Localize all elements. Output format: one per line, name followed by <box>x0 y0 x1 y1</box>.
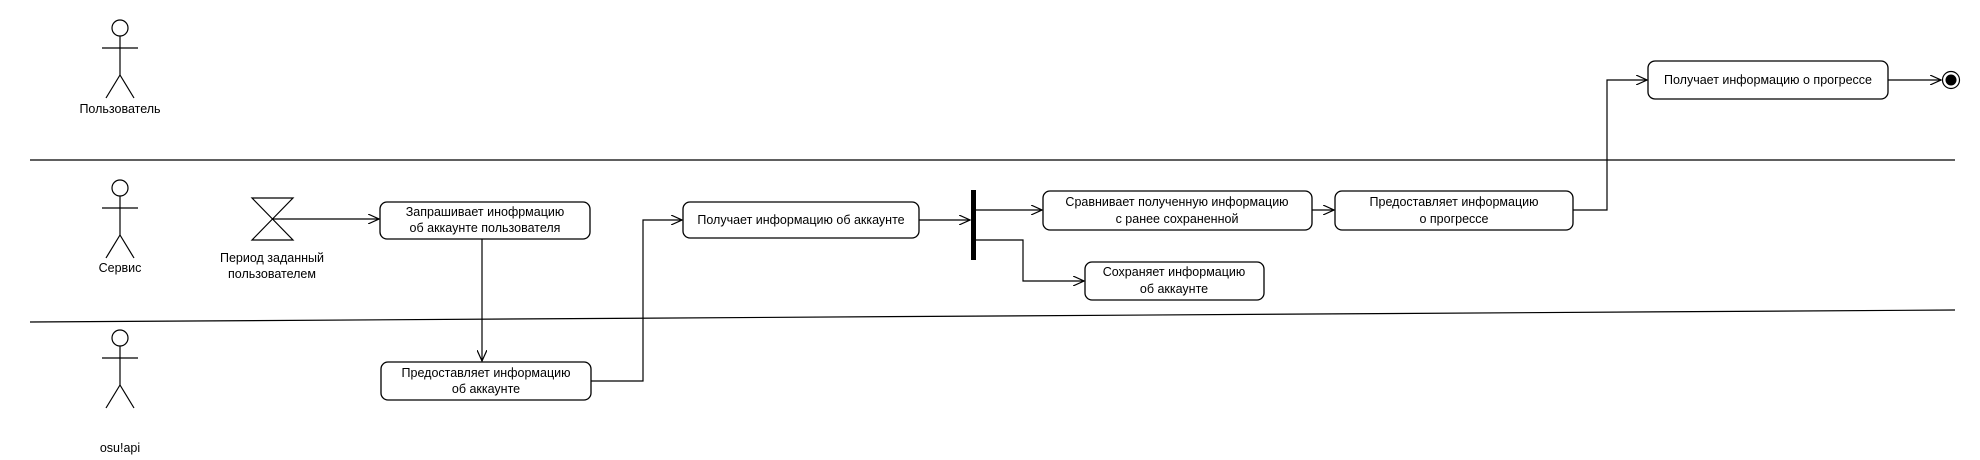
action-compare-info-line1: Сравнивает полученную информацию <box>1065 195 1288 209</box>
actor-service-icon <box>102 179 138 259</box>
timer-event-label-line2: пользователем <box>228 267 316 281</box>
action-user-receives-progress-line1: Получает информацию о прогрессе <box>1664 73 1872 87</box>
actor-osu-api-icon <box>102 329 138 409</box>
action-request-account-info-line2: об аккаунте пользователя <box>410 221 561 235</box>
action-api-provides-info-line1: Предоставляет информацию <box>402 366 571 380</box>
action-request-account-info[interactable] <box>379 201 591 240</box>
actor-osu-api-label: osu!api <box>100 441 140 455</box>
action-provide-progress-line1: Предоставляет информацию <box>1370 195 1539 209</box>
actor-service-label: Сервис <box>99 261 142 275</box>
fork-bar-icon <box>971 190 976 260</box>
actor-user-label: Пользователь <box>79 102 160 116</box>
action-save-account-info[interactable] <box>1084 261 1265 301</box>
final-node-icon <box>1941 70 1961 90</box>
flow-api-to-receive <box>591 220 682 382</box>
action-compare-info-line2: с ранее сохраненной <box>1116 212 1239 226</box>
action-api-provides-info-line2: об аккаунте <box>452 382 520 396</box>
action-save-account-info-line1: Сохраняет информацию <box>1103 265 1246 279</box>
lane-divider-bottom <box>29 309 1956 323</box>
flow-provide-to-user <box>1573 80 1647 211</box>
actor-user-icon <box>102 19 138 99</box>
action-provide-progress-line2: о прогрессе <box>1419 212 1488 226</box>
flow-fork-to-save <box>976 239 1084 281</box>
action-receives-account-info-line1: Получает информацию об аккаунте <box>697 213 904 227</box>
action-request-account-info-line1: Запрашивает инофрмацию <box>406 205 565 219</box>
action-save-account-info-line2: об аккаунте <box>1140 282 1208 296</box>
timer-event-label-line1: Период заданный <box>220 251 324 265</box>
